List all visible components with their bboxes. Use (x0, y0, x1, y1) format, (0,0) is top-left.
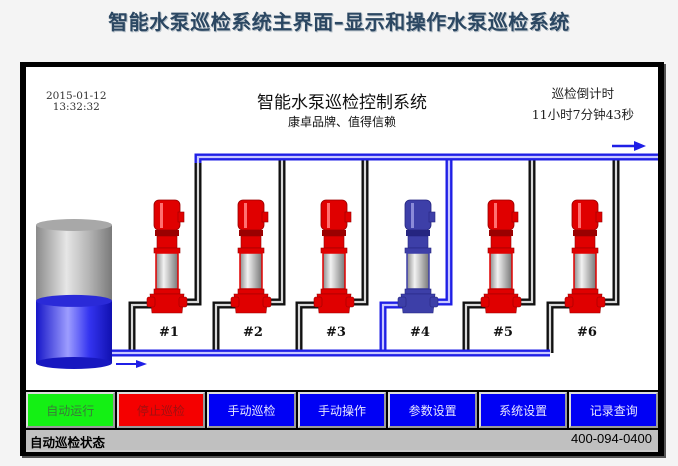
pump-inlet-pipe (295, 301, 322, 353)
tank-body (36, 225, 112, 301)
control-button-bar: 自动运行 停止巡检 手动巡检 手动操作 参数设置 系统设置 记录查询 (26, 392, 659, 428)
parameter-settings-button[interactable]: 参数设置 (388, 392, 477, 428)
parameter-settings-label: 参数设置 (408, 403, 457, 418)
stop-inspection-button[interactable]: 停止巡检 (116, 392, 206, 428)
system-subtitle: 康卓品牌、值得信赖 (287, 115, 396, 129)
system-settings-button[interactable]: 系统设置 (478, 392, 568, 428)
pump-label: #1 (159, 325, 179, 340)
auto-run-button[interactable]: 自动运行 (26, 392, 115, 428)
pump-outlet-pipe (181, 157, 202, 306)
status-phone: 400-094-0400 (571, 431, 652, 446)
status-bar: 自动巡检状态 400-094-0400 (26, 430, 658, 452)
tank-bottom (36, 357, 112, 369)
discharge-header-pipe (194, 153, 658, 163)
pump-4-icon (397, 199, 439, 314)
pump-outlet-pipe (515, 157, 536, 306)
pump-outlet-pipe (432, 157, 453, 306)
hmi-frame: 2015-01-12 13:32:32 智能水泵巡检控制系统 康卓品牌、值得信赖… (20, 62, 664, 456)
pump-inlet-pipe (546, 301, 573, 353)
tank-water-surface (36, 294, 112, 307)
date-text: 2015-01-12 (46, 90, 107, 102)
record-query-label: 记录查询 (589, 403, 638, 418)
pump-group (146, 199, 606, 314)
tank-top (36, 219, 112, 231)
manual-operation-button[interactable]: 手动操作 (297, 392, 387, 428)
pump-6-icon (564, 199, 606, 314)
pump-outlet-pipe (265, 157, 286, 306)
pump-label: #2 (243, 325, 263, 340)
pump-label: #3 (326, 325, 346, 340)
manual-inspection-button[interactable]: 手动巡检 (207, 392, 296, 428)
water-tank (36, 219, 112, 369)
hmi-panel: 2015-01-12 13:32:32 智能水泵巡检控制系统 康卓品牌、值得信赖… (26, 67, 658, 390)
outlet-flow-arrow-icon (612, 141, 646, 151)
pump-inlet-pipe (128, 301, 155, 353)
pump-2-icon (230, 199, 272, 314)
time-text: 13:32:32 (52, 101, 100, 113)
tank-water-level (36, 300, 112, 363)
pump-label: #5 (493, 325, 513, 340)
page-title: 智能水泵巡检系统主界面–显示和操作水泵巡检系统 (108, 10, 570, 34)
countdown-value: 11小时7分钟43秒 (531, 107, 634, 122)
countdown-label: 巡检倒计时 (551, 86, 615, 101)
pump-inlet-pipe (462, 301, 489, 353)
pump-3-icon (313, 199, 355, 314)
pump-outlet-pipe (348, 157, 369, 306)
pump-1-icon (146, 199, 188, 314)
status-mode: 自动巡检状态 (30, 435, 106, 450)
pump-outlet-pipe (599, 157, 620, 306)
pump-5-icon (480, 199, 522, 314)
pump-inlet-pipe (212, 301, 239, 353)
system-title: 智能水泵巡检控制系统 (257, 93, 427, 113)
countdown-display: 巡检倒计时 11小时7分钟43秒 (532, 83, 634, 125)
manual-operation-label: 手动操作 (318, 403, 367, 418)
system-settings-label: 系统设置 (499, 403, 548, 418)
process-diagram (36, 141, 658, 369)
pump-label: #6 (577, 325, 597, 340)
manual-inspection-label: 手动巡检 (227, 403, 276, 418)
datetime-display: 2015-01-12 13:32:32 (46, 91, 107, 113)
auto-run-label: 自动运行 (46, 403, 95, 418)
pump-label: #4 (410, 325, 430, 340)
pump-inlet-pipe (379, 301, 406, 353)
record-query-button[interactable]: 记录查询 (569, 392, 659, 428)
stop-inspection-label: 停止巡检 (136, 403, 185, 418)
inlet-flow-arrow-icon (116, 360, 147, 368)
